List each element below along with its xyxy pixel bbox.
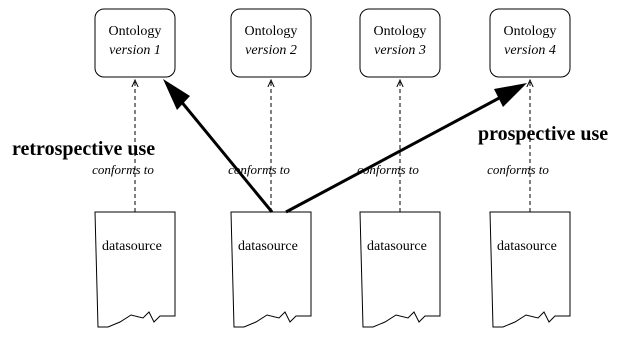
ontology-box-1-frame: [94, 8, 176, 78]
ontology-version-2: version 2: [245, 43, 297, 58]
ontology-box-2: Ontology version 2: [230, 8, 312, 78]
datasource-1-shape: [94, 211, 176, 328]
ontology-box-1: Ontology version 1: [94, 8, 176, 78]
ontology-title-4: Ontology: [504, 24, 557, 39]
conforms-label-4: conforms to: [487, 162, 549, 177]
datasource-label-3: datasource: [367, 239, 427, 254]
ontology-box-4: Ontology version 4: [489, 8, 571, 78]
datasource-label-4: datasource: [497, 239, 557, 254]
ontology-title-2: Ontology: [245, 24, 298, 39]
retrospective-arrow: [163, 79, 274, 213]
datasource-3: datasource: [359, 211, 441, 328]
prospective-arrowhead: [494, 83, 527, 107]
ontology-box-4-frame: [489, 8, 571, 78]
conforms-label-1: conforms to: [92, 162, 154, 177]
datasource-1: datasource: [94, 211, 176, 328]
datasource-2-shape: [230, 211, 312, 328]
ontology-version-4: version 4: [504, 43, 556, 58]
datasource-2: datasource: [230, 211, 312, 328]
prospective-arrow-shaft: [285, 94, 504, 214]
datasource-4: datasource: [489, 211, 571, 328]
datasource-4-shape: [489, 211, 571, 328]
ontology-title-3: Ontology: [374, 24, 427, 39]
ontology-version-1: version 1: [109, 43, 161, 58]
ontology-box-3-frame: [359, 8, 441, 78]
retrospective-use-label: retrospective use: [12, 138, 155, 160]
retrospective-arrow-shaft: [178, 99, 274, 213]
ontology-box-2-frame: [230, 8, 312, 78]
ontology-box-3: Ontology version 3: [359, 8, 441, 78]
prospective-use-label: prospective use: [478, 123, 608, 145]
retrospective-arrowhead: [163, 79, 190, 110]
datasource-3-shape: [359, 211, 441, 328]
ontology-version-3: version 3: [374, 43, 426, 58]
ontology-title-1: Ontology: [109, 24, 162, 39]
conforms-label-2: conforms to: [228, 162, 290, 177]
datasource-label-1: datasource: [102, 239, 162, 254]
datasource-label-2: datasource: [238, 239, 298, 254]
prospective-arrow: [285, 83, 527, 214]
